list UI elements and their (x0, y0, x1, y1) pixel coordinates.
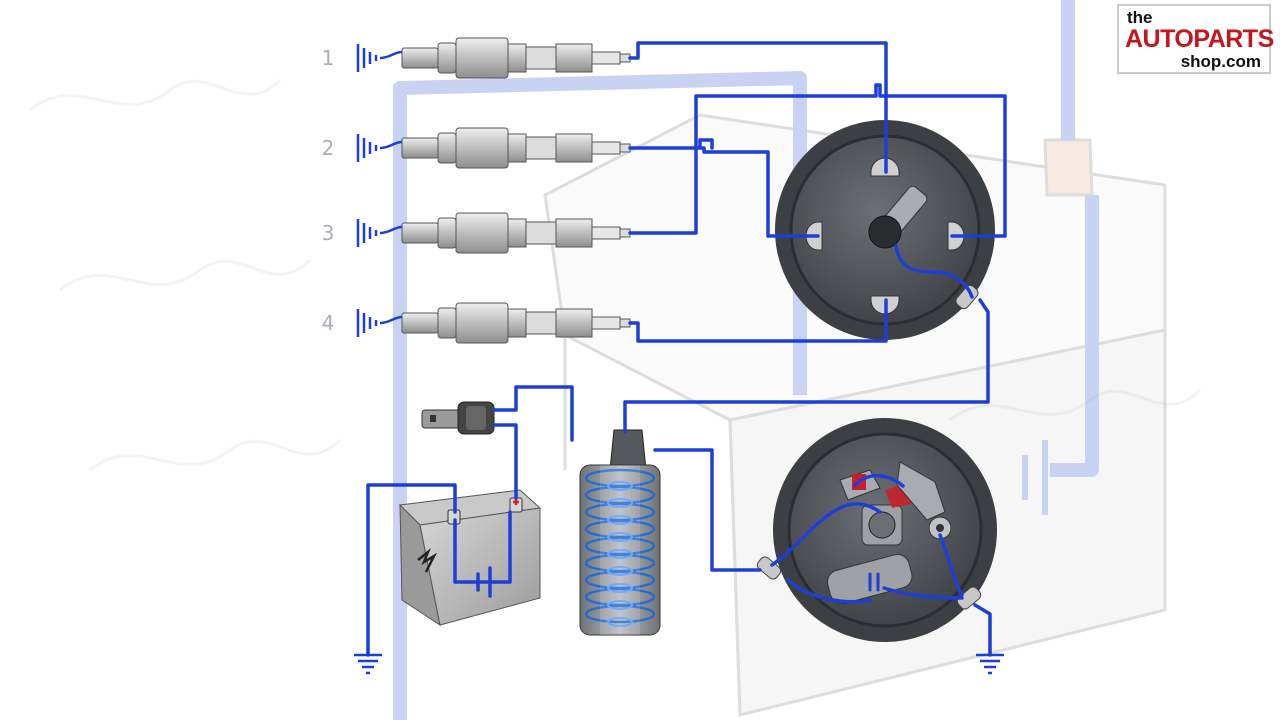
plug-label-2: 2 (321, 136, 335, 160)
distributor-breaker-points (756, 418, 997, 642)
watermark-script (29, 78, 1202, 472)
spark-plug-4 (379, 302, 631, 344)
coil-winding (584, 468, 656, 624)
logo-line-shop: shop.com (1180, 52, 1261, 71)
ignition-coil (579, 429, 661, 636)
plug-label-3: 3 (321, 221, 335, 245)
brand-logo[interactable]: the AUTOPARTS shop.com (1117, 4, 1274, 74)
spark-plug-3 (379, 212, 631, 254)
spark-plug-1 (379, 37, 631, 79)
plug-label-4: 4 (321, 311, 335, 335)
ground-symbols (354, 44, 1004, 675)
wiring (366, 41, 1007, 657)
logo-line-autoparts: AUTOPARTS (1125, 25, 1274, 53)
battery (398, 489, 542, 627)
ignition-key-switch (421, 401, 495, 435)
logo-line-the: the (1127, 8, 1153, 27)
spark-plug-2 (379, 127, 631, 169)
plug-label-1: 1 (321, 46, 335, 70)
distributor-cap (775, 120, 995, 340)
